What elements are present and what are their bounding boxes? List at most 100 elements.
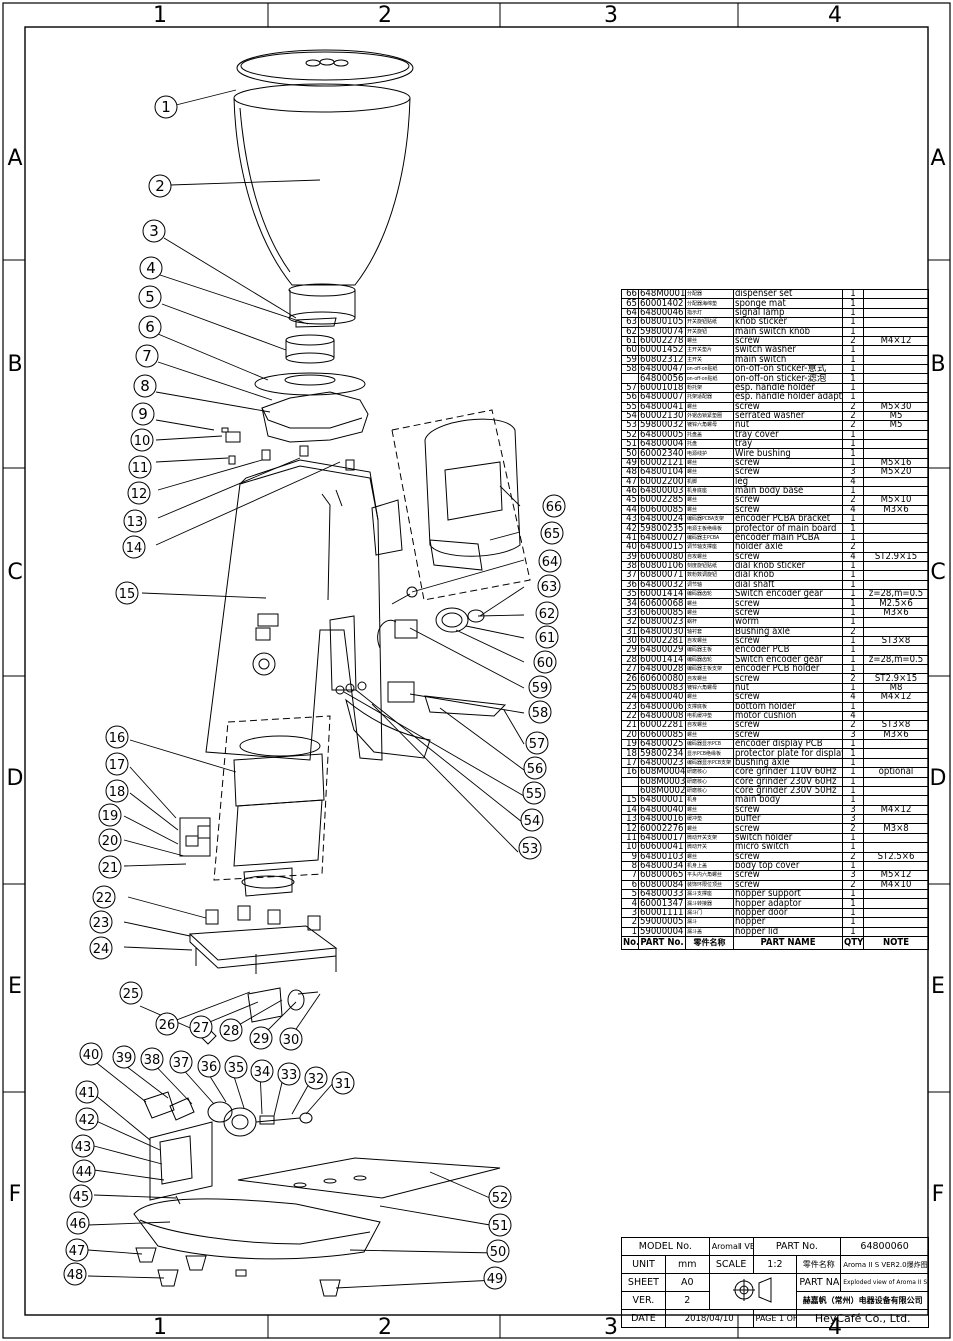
bom-cell-note (863, 710, 929, 722)
part-balloon-label: 15 (119, 587, 136, 602)
bom-cell-qty: 1 (842, 298, 864, 309)
part-balloon-64: 64 (538, 549, 562, 573)
bom-cell-no: 43 (621, 513, 639, 525)
bom-cell-qty: 3 (842, 804, 864, 816)
bom-cell-name: core grinder 230V 50Hz (733, 785, 843, 797)
part-name-label: PART NAME (796, 1273, 842, 1292)
bom-cell-part-no: 64800003 (638, 485, 686, 497)
bom-cell-name: screw (733, 467, 843, 478)
part-balloon-label: 14 (126, 541, 143, 556)
bom-cell-qty: 1 (842, 917, 864, 928)
bom-cell-part-no: 60002285 (638, 495, 686, 506)
bom-cell-name: screw (733, 598, 843, 609)
bom-cell-note: z=28,m=0.5 (863, 588, 929, 600)
bom-cell-cn: 蜗杆 (685, 617, 734, 628)
bom-cell-no: 38 (621, 560, 639, 572)
bom-cell-qty: 1 (842, 373, 864, 384)
bom-cell-part-no: 64800041 (638, 401, 686, 412)
bom-cell-no: 50 (621, 448, 639, 459)
part-balloon-43: 43 (71, 1134, 95, 1158)
part-balloon-label: 38 (144, 1053, 161, 1068)
bom-cell-qty: 1 (842, 523, 864, 534)
part-balloon-51: 51 (488, 1213, 512, 1237)
bom-cell-part-no: 60002278 (638, 335, 686, 347)
zone-label-right-D: D (929, 766, 947, 791)
bom-cell-part-no: 608M0002 (638, 785, 686, 797)
part-balloon-label: 22 (96, 891, 113, 906)
bom-cell-note: M5×30 (863, 401, 929, 412)
bom-cell-note (863, 288, 929, 300)
part-balloon-56: 56 (523, 756, 547, 780)
bom-cell-part-no: 64800001 (638, 795, 686, 806)
date-label: DATE (621, 1309, 666, 1328)
part-balloon-label: 21 (102, 861, 119, 876)
bom-cell-qty: 4 (842, 710, 864, 722)
bom-cell-no: 30 (621, 635, 639, 647)
bom-cell-no: 34 (621, 598, 639, 609)
company-name-cn: 赫嘉帆（常州）电器设备有限公司 (796, 1291, 929, 1310)
bom-cell-part-no: 60800105 (638, 317, 686, 328)
bom-cell-part-no: 64800032 (638, 579, 686, 591)
bom-cell-qty: 2 (842, 542, 864, 553)
bom-cell-qty: 1 (842, 682, 864, 694)
bom-cell-qty: 1 (842, 645, 864, 656)
bom-cell-no: 26 (621, 673, 639, 684)
ver-value: 2 (664, 1291, 710, 1310)
bom-cell-note (863, 738, 929, 750)
part-balloon-37: 37 (169, 1050, 193, 1074)
bom-cell-no: 23 (621, 701, 639, 712)
bom-cell-no: 16 (621, 767, 639, 778)
bom-cell-note (863, 570, 929, 581)
part-balloon-61: 61 (535, 625, 559, 649)
part-balloon-label: 11 (132, 461, 149, 476)
zone-label-left-B: B (7, 352, 23, 377)
bom-cell-no: 45 (621, 495, 639, 506)
bom-cell-cn: 研磨核心 (685, 767, 734, 778)
part-balloon-48: 48 (63, 1262, 87, 1286)
bom-cell-note (863, 785, 929, 797)
sheet-value: A0 (664, 1273, 710, 1292)
part-balloon-49: 49 (483, 1266, 507, 1290)
bom-cell-no: 41 (621, 532, 639, 544)
part-balloon-label: 18 (109, 785, 126, 800)
bom-header-no: No. (621, 935, 639, 950)
part-balloon-33: 33 (277, 1062, 301, 1086)
bom-cell-no: 47 (621, 476, 639, 487)
part-balloon-65: 65 (540, 521, 564, 545)
part-balloon-label: 46 (70, 1217, 87, 1232)
bom-cell-part-no: 60800065 (638, 870, 686, 881)
bom-cell-qty: 1 (842, 776, 864, 787)
bom-cell-no: 18 (621, 748, 639, 759)
bom-cell-note (863, 307, 929, 319)
part-balloon-8: 8 (133, 374, 157, 398)
bom-cell-no: 39 (621, 551, 639, 562)
bom-cell-note: M3×6 (863, 607, 929, 619)
bom-cell-no: 29 (621, 645, 639, 656)
bom-cell-part-no: 60001414 (638, 654, 686, 666)
bom-cell-no: 66 (621, 288, 639, 300)
part-balloon-6: 6 (138, 315, 162, 339)
bom-cell-cn: 微动开关 (685, 842, 734, 853)
bom-cell-no: 27 (621, 663, 639, 675)
bom-cell-no: 14 (621, 804, 639, 816)
part-balloon-label: 51 (492, 1219, 509, 1234)
part-balloon-label: 43 (75, 1140, 92, 1155)
bom-cell-name: on-off-on sticker-滤泡 (733, 373, 843, 384)
bom-cell-note (863, 626, 929, 637)
bom-cell-name: tray (733, 438, 843, 450)
bom-cell-part-no: 60001111 (638, 907, 686, 919)
bom-cell-no: 33 (621, 607, 639, 619)
bom-cell-cn: 漏斗转接器 (685, 898, 734, 909)
